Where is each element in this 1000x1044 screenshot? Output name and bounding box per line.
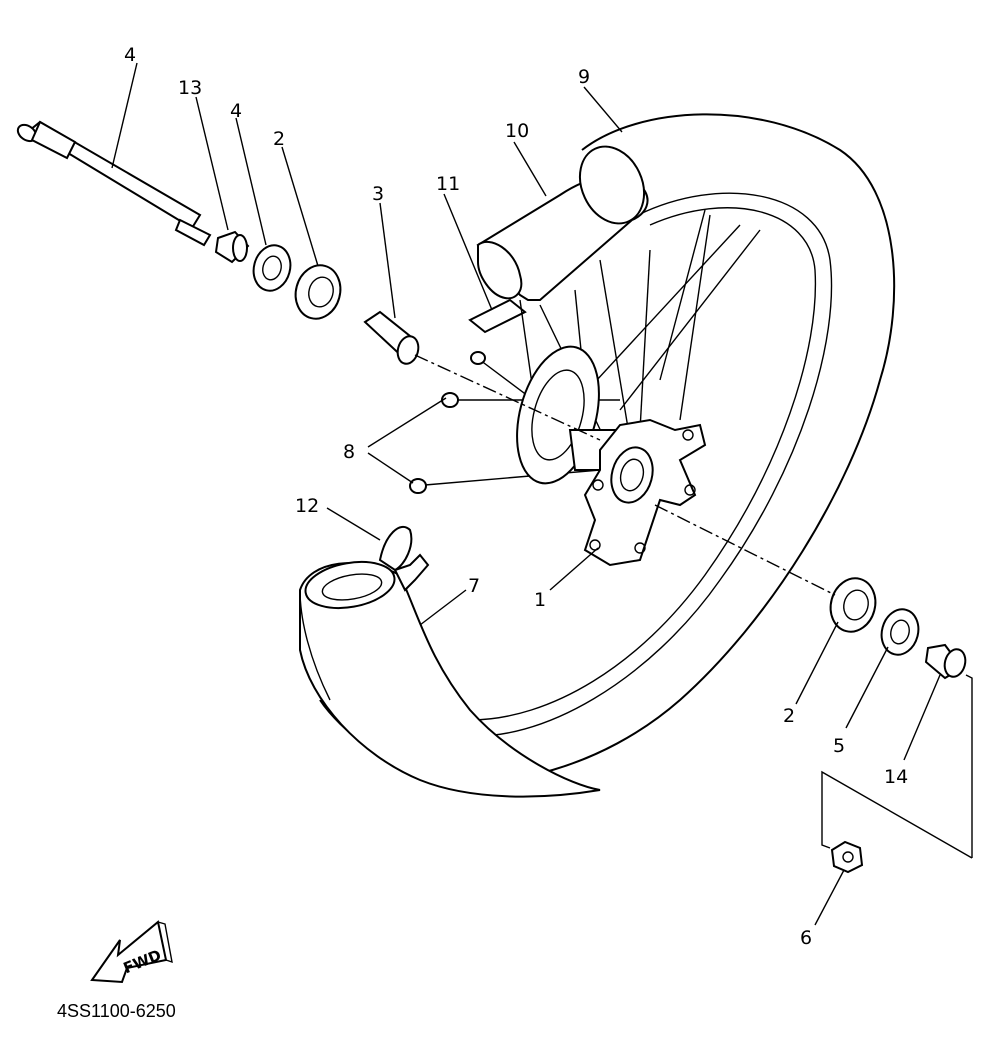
callout-3: 3 xyxy=(372,183,384,205)
fwd-arrow: FWD xyxy=(90,920,173,984)
inner-tube xyxy=(299,560,601,798)
callout-2-lower: 2 xyxy=(783,705,795,727)
callout-4-lower: 5 xyxy=(833,735,845,757)
callout-14: 6 xyxy=(800,927,812,949)
collar-lower xyxy=(924,643,967,680)
bearing-upper xyxy=(294,264,342,320)
spacer xyxy=(363,310,420,365)
centerline xyxy=(414,354,973,859)
axle-nut xyxy=(830,840,864,874)
leader-lines xyxy=(111,62,941,926)
callout-8: 10 xyxy=(505,120,529,142)
callout-1: 1 xyxy=(534,589,546,611)
axle xyxy=(16,120,212,247)
callout-4-upper: 4 xyxy=(230,100,242,122)
bearing-lower xyxy=(829,577,877,633)
callout-10: 12 xyxy=(295,495,319,517)
spoke-nipple xyxy=(468,298,527,334)
callout-7: 9 xyxy=(578,66,590,88)
callout-5: 7 xyxy=(468,575,480,597)
rim-lock xyxy=(378,525,430,592)
callout-2-upper: 2 xyxy=(273,128,285,150)
callout-labels: 4 13 4 2 3 9 10 11 8 12 7 1 2 5 14 6 xyxy=(124,44,908,949)
callout-13: 13 xyxy=(178,77,202,99)
oil-seal-upper xyxy=(252,244,292,292)
callout-11: 4 xyxy=(124,44,136,66)
callout-12: 14 xyxy=(884,766,908,788)
hub xyxy=(516,345,707,567)
callout-6: 8 xyxy=(343,441,355,463)
collar xyxy=(214,230,250,264)
callout-9: 11 xyxy=(436,173,460,195)
part-code: 4SS1100-6250 xyxy=(57,1001,176,1021)
spoke-heads xyxy=(409,351,486,494)
rim-tape xyxy=(476,145,649,301)
oil-seal-lower xyxy=(880,608,920,656)
